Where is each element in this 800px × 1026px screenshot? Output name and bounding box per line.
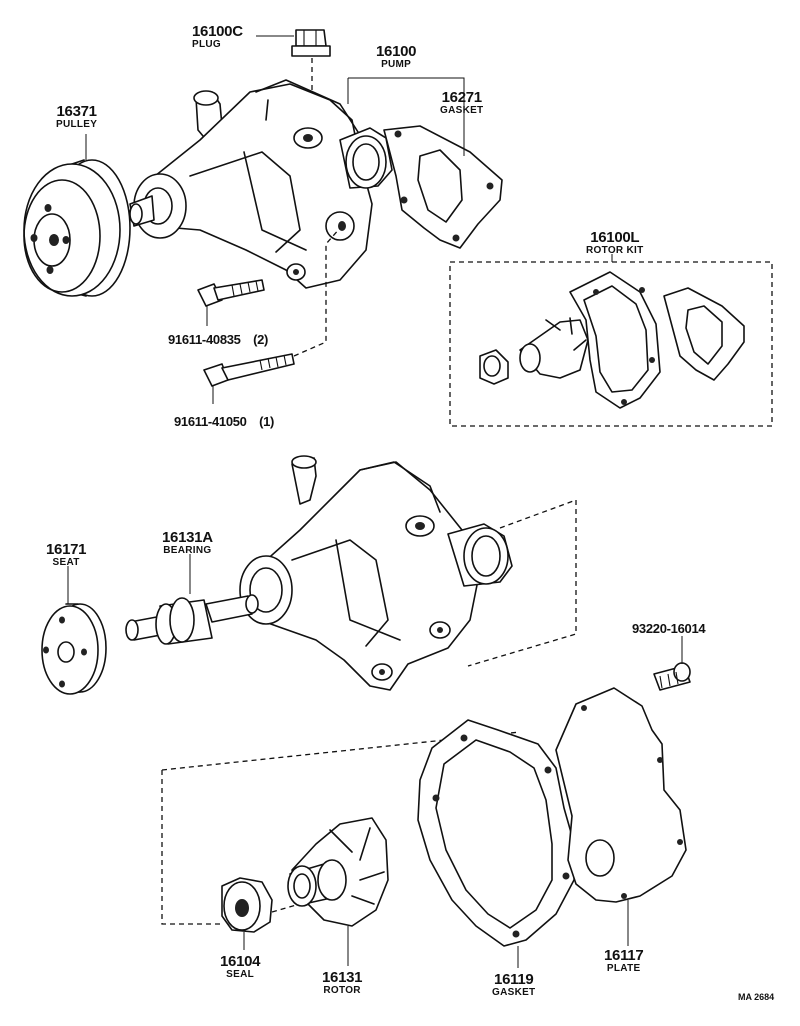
rotor-kit-part-number: 16100L bbox=[590, 229, 640, 246]
rotor-kit-box bbox=[449, 261, 773, 427]
seat-label: 16171 SEAT bbox=[46, 541, 87, 568]
pulley-part-number: 16371 bbox=[56, 103, 98, 120]
bearing-drawing bbox=[125, 594, 259, 645]
rotor-part-number: 16131 bbox=[322, 969, 363, 986]
pump-part-name: PUMP bbox=[381, 59, 412, 70]
seal-label: 16104 SEAL bbox=[220, 953, 261, 980]
plate-gasket-part-name: GASKET bbox=[492, 987, 536, 998]
pump-body-drawing bbox=[239, 455, 513, 691]
plate-part-name: PLATE bbox=[606, 963, 641, 974]
pump-part-number: 16100 bbox=[376, 43, 417, 60]
seat-part-name: SEAT bbox=[52, 557, 80, 568]
plate-part-number: 16117 bbox=[604, 947, 644, 964]
plug-part-name: PLUG bbox=[192, 39, 221, 50]
pump-drawing bbox=[129, 79, 393, 289]
pulley-label: 16371 PULLEY bbox=[56, 104, 97, 130]
bolt-short-qty: (2) bbox=[253, 332, 269, 347]
pump-gasket-part-number: 16271 bbox=[441, 89, 483, 106]
pulley-part-name: PULLEY bbox=[56, 119, 98, 130]
rotor-label: 16131 ROTOR bbox=[322, 969, 363, 996]
bearing-part-name: BEARING bbox=[163, 545, 212, 556]
rotor-kit-label: 16100L ROTOR KIT bbox=[586, 230, 644, 256]
bearing-part-number: 16131A bbox=[162, 529, 213, 546]
screw-part-number: 93220-16014 bbox=[632, 621, 706, 636]
plate-gasket-drawing bbox=[417, 719, 577, 947]
bolt-short-part-number: 91611-40835 bbox=[168, 332, 241, 347]
bearing-label: 16131A BEARING bbox=[162, 530, 213, 556]
seal-part-number: 16104 bbox=[220, 953, 261, 970]
pump-gasket-drawing bbox=[383, 125, 503, 249]
seat-part-number: 16171 bbox=[46, 541, 87, 558]
bolt-long-drawing bbox=[203, 227, 341, 387]
pump-label: 16100 PUMP bbox=[376, 43, 417, 70]
rotor-part-name: ROTOR bbox=[323, 985, 361, 996]
screw-drawing bbox=[653, 662, 691, 691]
plate-drawing bbox=[555, 687, 687, 903]
bolt-long-label: 91611-41050 (1) bbox=[174, 414, 274, 430]
plate-gasket-part-number: 16119 bbox=[494, 971, 534, 988]
pulley-drawing bbox=[23, 159, 131, 297]
plate-label: 16117 PLATE bbox=[604, 947, 644, 974]
screw-label: 93220-16014 bbox=[632, 621, 706, 636]
pump-gasket-label: 16271 GASKET bbox=[440, 90, 483, 116]
leader-lines-middle bbox=[67, 554, 683, 664]
bolt-long-qty: (1) bbox=[259, 414, 275, 429]
plate-gasket-label: 16119 GASKET bbox=[492, 972, 535, 998]
bolt-short-drawing bbox=[197, 279, 265, 307]
drawing-code: MA 2684 bbox=[738, 992, 775, 1002]
rotor-drawing bbox=[287, 817, 389, 927]
leader-lines-top bbox=[85, 35, 613, 404]
plug-label: 16100C PLUG bbox=[192, 24, 243, 50]
seal-drawing bbox=[221, 877, 273, 933]
plug-part-number: 16100C bbox=[192, 23, 243, 40]
bolt-long-part-number: 91611-41050 bbox=[174, 414, 247, 429]
rotor-kit-part-name: ROTOR KIT bbox=[586, 245, 644, 256]
seat-drawing bbox=[41, 603, 107, 695]
pump-gasket-part-name: GASKET bbox=[440, 105, 484, 116]
plug-drawing bbox=[291, 29, 331, 92]
leader-lines-bottom bbox=[243, 900, 629, 968]
seal-part-name: SEAL bbox=[226, 969, 255, 980]
bolt-short-label: 91611-40835 (2) bbox=[168, 332, 268, 348]
